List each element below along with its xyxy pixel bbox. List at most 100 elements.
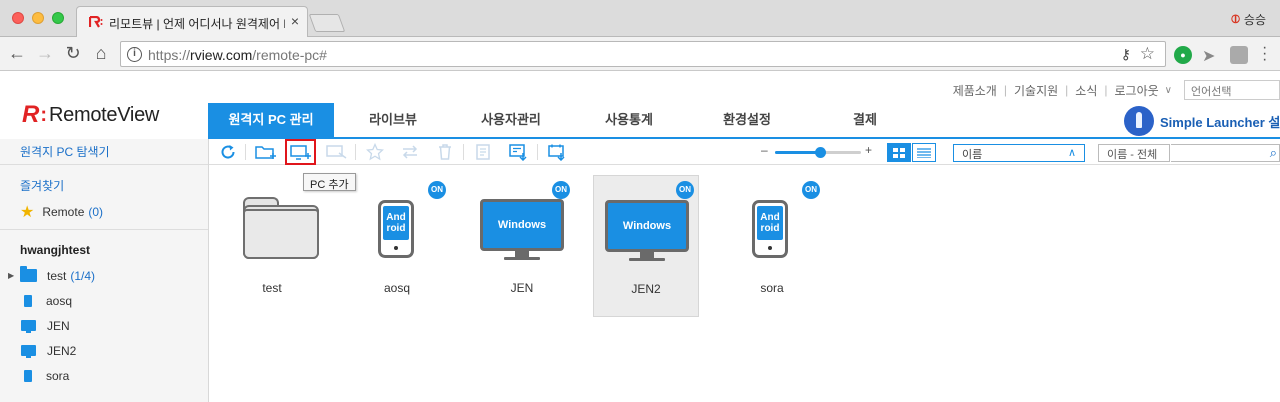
- star-icon: ★: [20, 204, 35, 221]
- zoom-in-icon[interactable]: +: [865, 143, 873, 157]
- bookmark-star-icon[interactable]: ☆: [1139, 44, 1155, 63]
- tab-statistics[interactable]: 사용통계: [605, 112, 653, 127]
- key-icon[interactable]: ⚷: [1120, 46, 1131, 62]
- util-link-logout[interactable]: 로그아웃: [1114, 83, 1159, 98]
- zoom-slider[interactable]: – +: [761, 143, 877, 159]
- tree-item-count: (1/4): [70, 268, 96, 283]
- import-icon[interactable]: [546, 142, 568, 162]
- pc-tree: ▶ test (1/4) aosq JEN JEN2: [8, 263, 95, 388]
- zoom-track[interactable]: [775, 147, 861, 158]
- chevron-up-icon: ∧: [1067, 147, 1076, 159]
- sort-select[interactable]: 이름 ∧: [953, 144, 1085, 162]
- grid-item-jen2[interactable]: Windows ON JEN2: [593, 175, 699, 317]
- delete-icon[interactable]: [434, 142, 456, 162]
- new-tab-button[interactable]: [308, 14, 346, 32]
- toolbar-separator: [463, 144, 464, 160]
- zoom-out-icon[interactable]: –: [761, 143, 768, 157]
- favorites-title[interactable]: 즐겨찾기: [20, 179, 65, 193]
- move-icon[interactable]: [399, 142, 421, 162]
- language-select[interactable]: 언어선택: [1184, 80, 1280, 100]
- toolbar-separator: [355, 144, 356, 160]
- grid-view-icon: [893, 147, 905, 158]
- window-close-button[interactable]: [12, 12, 24, 24]
- nav-underline: [208, 137, 1280, 139]
- tree-item-test[interactable]: ▶ test (1/4): [8, 263, 95, 288]
- extension-cursor-icon[interactable]: ➤: [1202, 48, 1216, 65]
- logo-text: RemoteView: [49, 103, 160, 126]
- info-icon[interactable]: i: [127, 47, 142, 62]
- folder-icon: [20, 266, 37, 282]
- url-host: rview.com: [190, 47, 253, 63]
- zoom-handle[interactable]: [814, 147, 826, 158]
- tree-item-label: sora: [46, 368, 70, 383]
- expand-arrow-icon[interactable]: ▶: [8, 271, 15, 280]
- grid-item-label: sora: [760, 281, 784, 295]
- explorer-title[interactable]: 원격지 PC 탐색기: [0, 139, 208, 165]
- tab-liveview[interactable]: 라이브뷰: [369, 112, 417, 127]
- browser-toolbar: ← → ↻ ⌂ i https://rview.com/remote-pc# ⚷…: [0, 37, 1280, 71]
- add-pc-icon[interactable]: [290, 142, 312, 162]
- util-link-product[interactable]: 제품소개: [952, 83, 997, 98]
- address-bar[interactable]: i https://rview.com/remote-pc# ⚷ ☆: [120, 41, 1166, 67]
- home-icon[interactable]: ⌂: [95, 43, 107, 63]
- forward-arrow-icon[interactable]: →: [36, 43, 54, 63]
- refresh-icon[interactable]: [217, 142, 239, 162]
- back-arrow-icon[interactable]: ←: [8, 43, 26, 63]
- sort-value: 이름: [962, 149, 983, 161]
- favorite-icon[interactable]: [364, 142, 386, 162]
- tab-settings[interactable]: 환경설정: [723, 112, 771, 127]
- list-view-button[interactable]: [912, 143, 936, 162]
- grid-view-button[interactable]: [887, 143, 911, 162]
- tree-item-aosq[interactable]: aosq: [8, 288, 95, 313]
- add-pc-highlight: [285, 139, 316, 165]
- simple-launcher-link[interactable]: Simple Launcher 설치: [1124, 106, 1280, 136]
- util-link-news[interactable]: 소식: [1075, 83, 1098, 98]
- new-folder-icon[interactable]: [255, 142, 277, 162]
- add-pc-tooltip: PC 추가: [303, 173, 356, 191]
- window-minimize-button[interactable]: [32, 12, 44, 24]
- url-prefix: https://: [148, 47, 191, 63]
- status-badge: ON: [552, 181, 570, 199]
- tab-payment[interactable]: 결제: [853, 112, 877, 127]
- browser-menu-icon[interactable]: ···: [1262, 39, 1268, 68]
- browser-profile[interactable]: ⦶ 승승: [1231, 11, 1266, 28]
- tree-item-label: test: [47, 268, 67, 283]
- grid-item-jen[interactable]: Windows ON JEN: [469, 175, 575, 317]
- window-zoom-button[interactable]: [52, 12, 64, 24]
- memo-icon[interactable]: [472, 142, 494, 162]
- remote-connect-icon[interactable]: [326, 142, 348, 162]
- tab-users[interactable]: 사용자관리: [481, 112, 541, 127]
- chevron-down-icon[interactable]: ∨: [1164, 84, 1172, 96]
- extension-green-icon[interactable]: ●: [1174, 46, 1192, 64]
- tab-remote-pc[interactable]: 원격지 PC 관리: [208, 103, 334, 137]
- grid-item-label: JEN: [510, 281, 534, 295]
- tree-item-sora[interactable]: sora: [8, 363, 95, 388]
- reload-icon[interactable]: ↻: [65, 43, 81, 63]
- search-icon[interactable]: ⌕: [1269, 145, 1277, 160]
- favorite-count: (0): [88, 205, 104, 219]
- filter-select[interactable]: 이름 - 전체: [1098, 144, 1170, 162]
- zoom-fill: [775, 151, 820, 154]
- tree-item-label: JEN: [47, 318, 70, 333]
- browser-tab-strip: 리모트뷰 | 언제 어디서나 원격제어 R × ⦶ 승승: [0, 0, 1280, 37]
- screen-text: roid: [760, 223, 780, 234]
- tab-close-icon[interactable]: ×: [290, 13, 299, 29]
- util-link-support[interactable]: 기술지원: [1013, 83, 1059, 98]
- export-icon[interactable]: [507, 142, 529, 162]
- left-sidebar: 원격지 PC 탐색기 즐겨찾기 ★ Remote (0) hwangjhtest…: [0, 139, 209, 402]
- favorite-item-remote[interactable]: ★ Remote (0): [20, 202, 103, 222]
- url-path: /remote-pc#: [252, 47, 327, 63]
- main-toolbar: – + 이름 ∧ 이름 - 전체 ⌕: [209, 139, 1280, 165]
- tree-item-label: JEN2: [47, 343, 77, 358]
- tree-item-jen[interactable]: JEN: [8, 313, 95, 338]
- remoteview-logo[interactable]: R : RemoteView: [22, 102, 159, 128]
- android-device-icon: [24, 369, 32, 382]
- search-input[interactable]: ⌕: [1171, 144, 1280, 162]
- grid-item-test[interactable]: test: [219, 175, 325, 317]
- tree-item-jen2[interactable]: JEN2: [8, 338, 95, 363]
- extension-gray-icon[interactable]: [1230, 46, 1248, 64]
- windows-monitor-icon: [21, 320, 36, 333]
- browser-tab[interactable]: 리모트뷰 | 언제 어디서나 원격제어 R ×: [76, 6, 308, 37]
